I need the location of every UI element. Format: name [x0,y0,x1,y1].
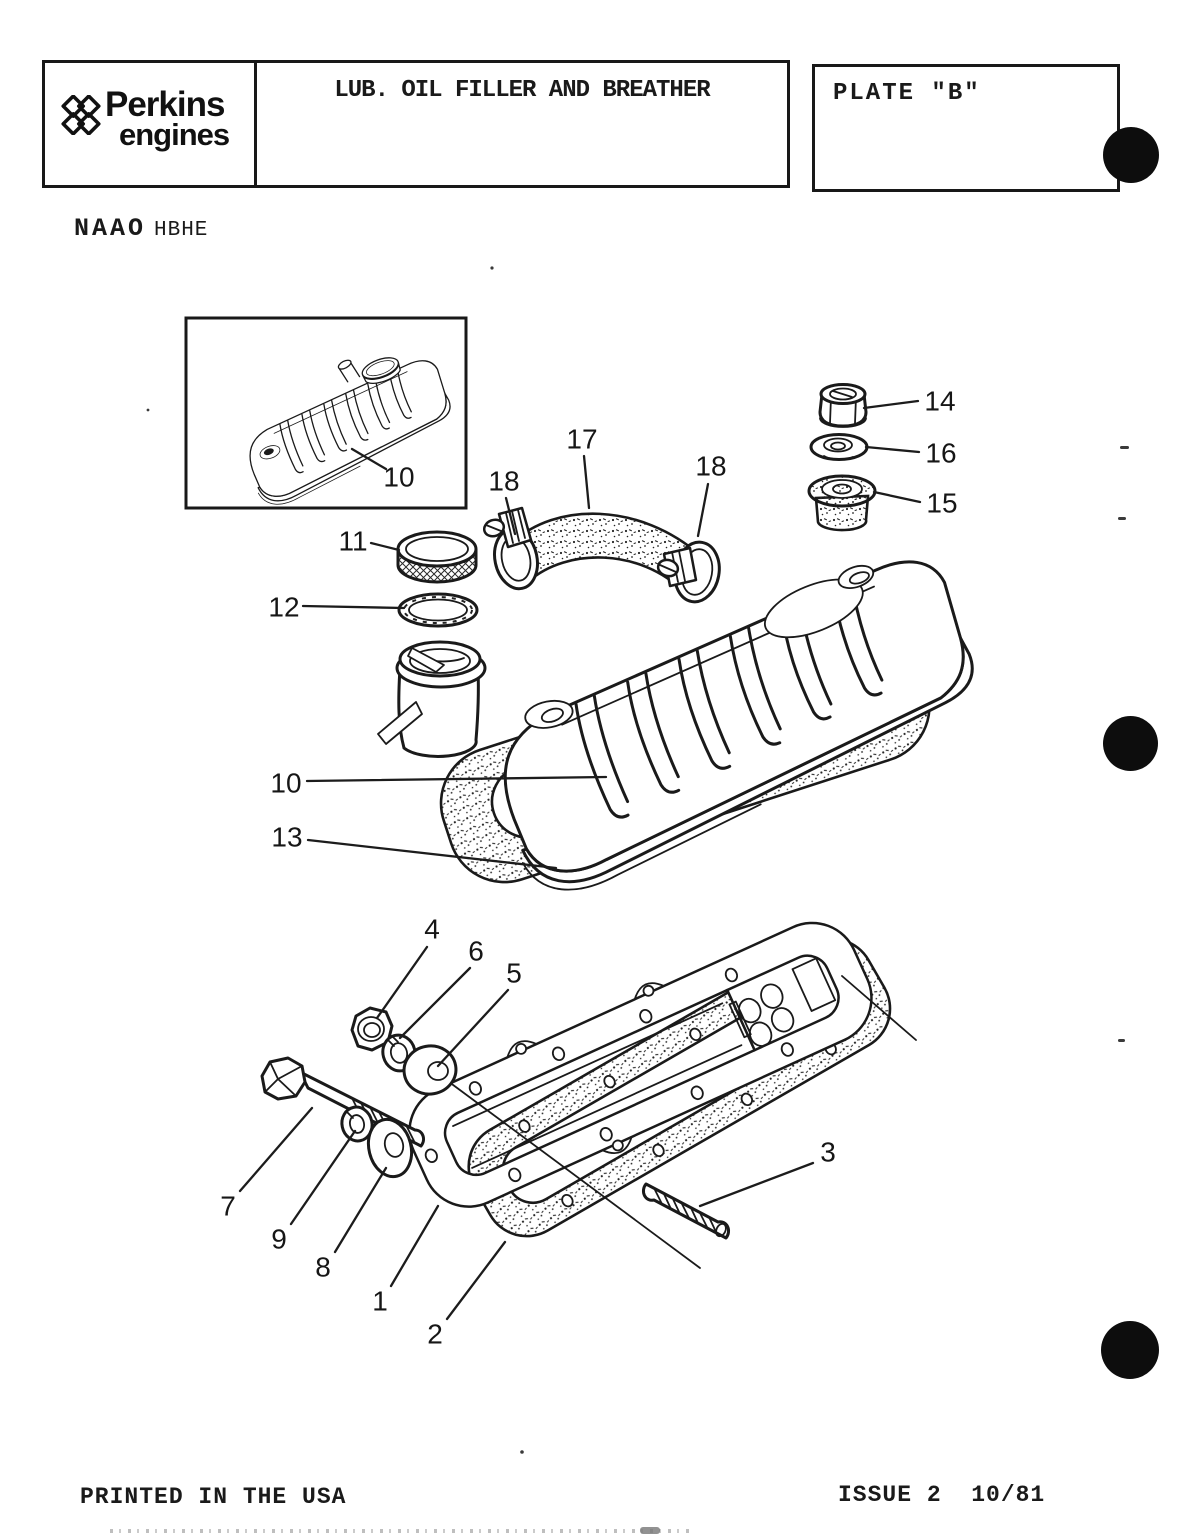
plate-box: PLATE "B" [812,64,1120,192]
callout-15: 15 [926,488,957,519]
callout-18: 18 [695,451,726,482]
flat-washer-8-drawing [366,1117,414,1179]
leader-line-14 [862,399,920,410]
flat-washer-5-drawing [402,1044,458,1096]
hose-clamp-left-drawing [482,506,539,591]
footer-issue: ISSUE 2 10/81 [838,1482,1046,1508]
brand-wordmark: Perkins engines [105,85,230,153]
hose-clamp-right-drawing [656,540,721,604]
grommet-15-drawing [807,474,877,532]
leader-line-1 [389,1204,440,1288]
filler-neck-drawing [377,640,487,758]
callout-10: 10 [270,768,301,799]
perkins-logo: Perkins engines [45,63,257,185]
callout-17: 17 [566,424,597,455]
footer-printed-in: PRINTED IN THE USA [80,1484,347,1510]
callout-18: 18 [488,466,519,497]
leader-line-10 [350,447,388,471]
leader-line-16 [864,445,921,454]
leader-line-3 [698,1161,815,1208]
leader-line-12 [301,604,406,610]
leader-line-17 [582,454,591,510]
callout-3: 3 [820,1137,836,1168]
callout-4: 4 [424,914,440,945]
washer-16-drawing [809,433,869,461]
leader-line-18 [696,482,710,538]
punch-hole [1103,127,1159,183]
sealing-ring-drawing [397,592,479,628]
nut-14-drawing [818,383,868,428]
callout-1: 1 [372,1286,388,1317]
leader-line-5 [436,988,510,1068]
brand-line2: engines [119,117,230,153]
scan-smudge [110,1529,690,1533]
leader-line-4 [375,945,429,1020]
callout-6: 6 [468,936,484,967]
callout-5: 5 [506,958,522,989]
callout-11: 11 [338,526,367,557]
stud-drawing [641,1182,731,1240]
nut-4-drawing [350,1006,394,1052]
brand-line1: Perkins [105,85,225,124]
header-box: Perkins engines LUB. OIL FILLER AND BREA… [42,60,790,188]
leader-line-15 [872,490,922,504]
leader-line-13 [306,838,558,870]
callout-2: 2 [427,1319,443,1350]
perkins-squares-icon [61,95,101,135]
page-title: LUB. OIL FILLER AND BREATHER [334,77,710,104]
callout-10: 10 [383,462,414,493]
leader-line-7 [238,1106,314,1193]
leader-line-6 [398,966,472,1040]
callout-8: 8 [315,1252,331,1283]
callout-14: 14 [924,386,955,417]
punch-hole [1103,716,1158,771]
leader-line-2 [445,1240,507,1321]
spring-washer-9-drawing [340,1105,374,1143]
plate-label: PLATE "B" [833,80,981,107]
leader-line-8 [333,1166,388,1254]
head-plate-drawing [408,921,873,1208]
leader-line-11 [369,541,401,552]
callout-16: 16 [925,438,956,469]
callout-12: 12 [268,592,299,623]
punch-hole [1101,1321,1159,1379]
code-build: HBHE [154,219,209,242]
valve-cover-drawing [468,548,1003,907]
callout-9: 9 [271,1224,287,1255]
filler-cap-drawing [396,530,478,584]
inset-view [184,316,468,512]
code-model: NAAO [74,214,147,243]
alignment-lines [440,975,917,1269]
callout-7: 7 [220,1191,236,1222]
scan-smudge-blob [640,1527,660,1534]
leader-line-9 [289,1129,357,1226]
leader-line-10 [305,775,608,783]
callout-13: 13 [271,822,302,853]
inset-cover-drawing [233,354,464,512]
leader-line-18 [504,496,517,536]
